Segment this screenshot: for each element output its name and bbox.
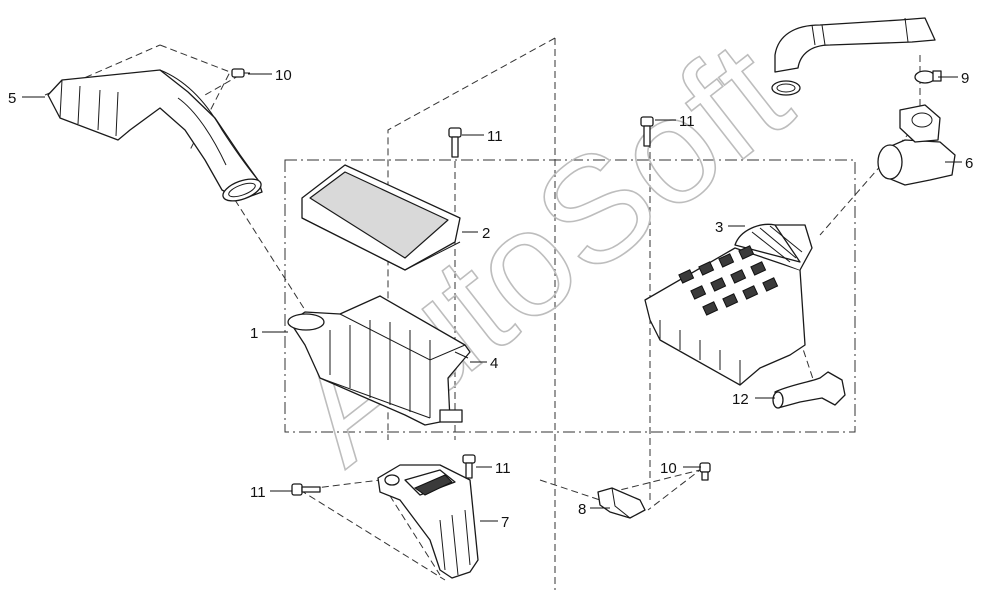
cover-grid: [678, 245, 779, 316]
bolt-part-10-top: [231, 68, 250, 78]
housing-detail-part-4: [454, 351, 469, 359]
bolt-part-10-bottom: [699, 462, 711, 481]
bolt-part-11-center: [448, 127, 462, 158]
callout-3: 3: [715, 219, 723, 236]
leader-lines: [22, 73, 962, 522]
assembly-frame: [284, 159, 856, 433]
callout-11-left: 11: [250, 484, 266, 501]
callout-11-center: 11: [487, 128, 503, 145]
callout-4: 4: [490, 355, 498, 372]
callout-11-lower: 11: [495, 460, 511, 477]
callout-8: 8: [578, 501, 586, 518]
outlet-elbow-part-6: [877, 104, 956, 186]
callout-1: 1: [250, 325, 258, 342]
small-bracket-part-8: [597, 487, 646, 519]
breather-hose-part-12: [772, 371, 846, 409]
callouts: 5 10 11 11 2 1 4 3 6 9 12 11 11 7 8 10: [8, 67, 973, 531]
upper-hose: [771, 17, 936, 96]
upper-housing-part-3: [644, 223, 813, 386]
bolt-part-11-right: [640, 116, 654, 147]
callout-10-top: 10: [275, 67, 292, 84]
lower-housing-part-1: [287, 295, 471, 426]
support-bracket-part-7: [377, 464, 479, 579]
callout-2: 2: [482, 225, 490, 242]
callout-7: 7: [501, 514, 509, 531]
bolt-part-11-left: [291, 483, 321, 496]
callout-9: 9: [961, 70, 969, 87]
filter-element-part-2: [301, 164, 461, 271]
callout-11-right: 11: [679, 113, 695, 130]
callout-10-bottom: 10: [660, 460, 677, 477]
callout-5: 5: [8, 90, 16, 107]
bolt-part-11-lower: [462, 454, 476, 479]
clamp-part-9: [914, 70, 942, 84]
inlet-duct-part-5: [47, 69, 263, 202]
callout-12: 12: [732, 391, 749, 408]
callout-6: 6: [965, 155, 973, 172]
